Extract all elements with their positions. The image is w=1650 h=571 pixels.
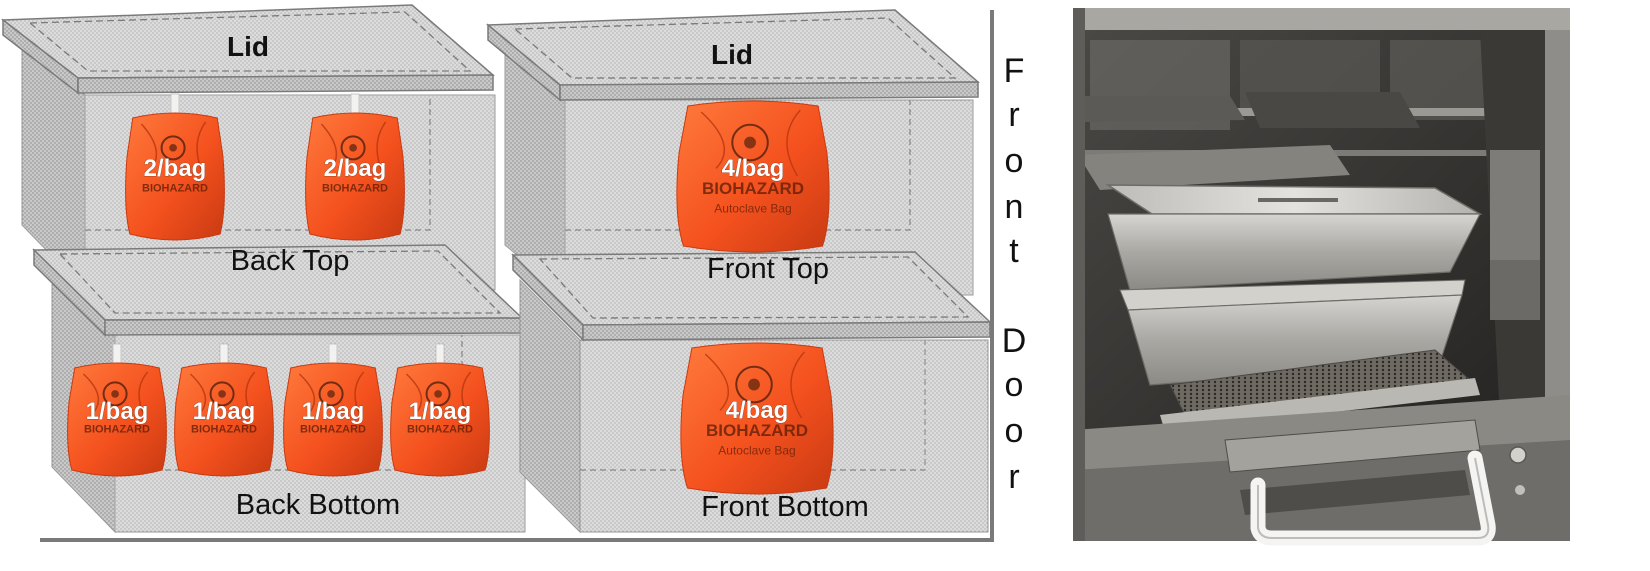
bag-print-text: BIOHAZARD [702,179,804,198]
bag-print-text: BIOHAZARD [300,424,366,436]
door-letter: o [1005,412,1024,450]
lid-label-front: Lid [711,39,753,70]
bin-label-back-bottom: Back Bottom [236,489,400,521]
bags-back-bottom: BIOHAZARD1/bagBIOHAZARD1/bagBIOHAZARD1/b… [67,343,490,477]
bag-quantity-label: 1/bag [86,398,149,425]
bag-print-text: BIOHAZARD [142,182,208,194]
bag-quantity-label: 2/bag [324,155,387,182]
bag-quantity-label: 1/bag [193,398,256,425]
bin-label-front-top: Front Top [707,253,829,285]
lid-front-bottom [511,251,992,342]
door-letter: F [1004,52,1025,90]
bag-quantity-label: 1/bag [409,398,472,425]
door-letter: t [1009,232,1019,270]
door-letter: r [1008,458,1019,496]
lid-front-top [486,9,980,102]
lid-back-top [0,4,495,95]
door-letter: o [1005,142,1024,180]
bag-print-text: BIOHAZARD [706,421,808,440]
biohazard-bag: BIOHAZARD Autoclave Bag 4/bag [680,342,834,495]
bag-print-text: BIOHAZARD [84,424,150,436]
front-door-label: F r o n t D o o r [1002,52,1027,496]
bin-label-back-top: Back Top [231,245,350,277]
door-letter: D [1002,322,1027,360]
bag-print-text: Autoclave Bag [714,201,791,215]
bags-front-bottom: BIOHAZARD Autoclave Bag 4/bag [680,342,834,495]
door-letter: r [1008,96,1019,134]
autoclave-photo [1073,8,1570,546]
bag-print-text: Autoclave Bag [718,443,795,457]
lid-label-back: Lid [227,31,269,62]
door-letter: n [1005,188,1024,226]
lid-back-bottom [32,244,524,337]
bag-print-text: BIOHAZARD [407,424,473,436]
bag-print-text: BIOHAZARD [322,182,388,194]
bags-front-top: BIOHAZARD Autoclave Bag 4/bag [676,100,830,253]
door-letter: o [1005,366,1024,404]
bag-quantity-label: 2/bag [144,155,207,182]
bin-label-front-bottom: Front Bottom [701,491,869,523]
biohazard-bag: BIOHAZARD Autoclave Bag 4/bag [676,100,830,253]
bag-quantity-label: 4/bag [722,155,785,182]
bag-quantity-label: 4/bag [726,397,789,424]
bag-quantity-label: 1/bag [302,398,365,425]
bag-print-text: BIOHAZARD [191,424,257,436]
